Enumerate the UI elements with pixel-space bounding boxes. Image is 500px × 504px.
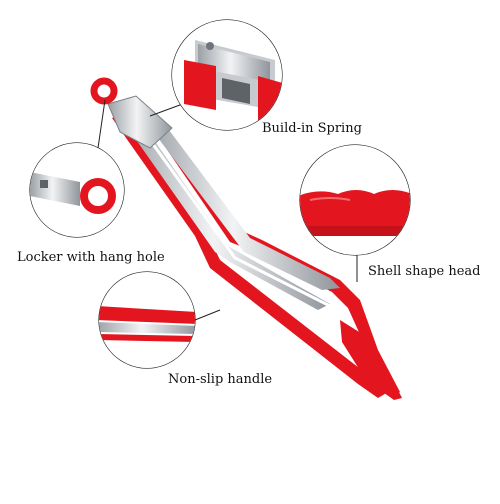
label-build-in-spring: Build-in Spring (262, 121, 362, 136)
tongs-tip (340, 320, 402, 400)
tongs (90, 77, 402, 400)
shell-head-icon (300, 145, 410, 255)
callout-locker (29, 99, 125, 238)
callout-shell (299, 144, 411, 282)
callout-slip (98, 271, 221, 369)
label-shell-shape-head: Shell shape head (368, 264, 481, 279)
label-locker-with-hang-hole: Locker with hang hole (17, 250, 165, 265)
right-arm-steel (146, 122, 340, 290)
hang-ring (90, 77, 118, 105)
callout-spring (149, 19, 283, 131)
tongs-gap (148, 139, 331, 308)
handle-grip-icon (99, 272, 195, 368)
hang-hole-icon (30, 143, 124, 237)
label-non-slip-handle: Non-slip handle (168, 372, 273, 387)
hinge-body (107, 95, 173, 149)
